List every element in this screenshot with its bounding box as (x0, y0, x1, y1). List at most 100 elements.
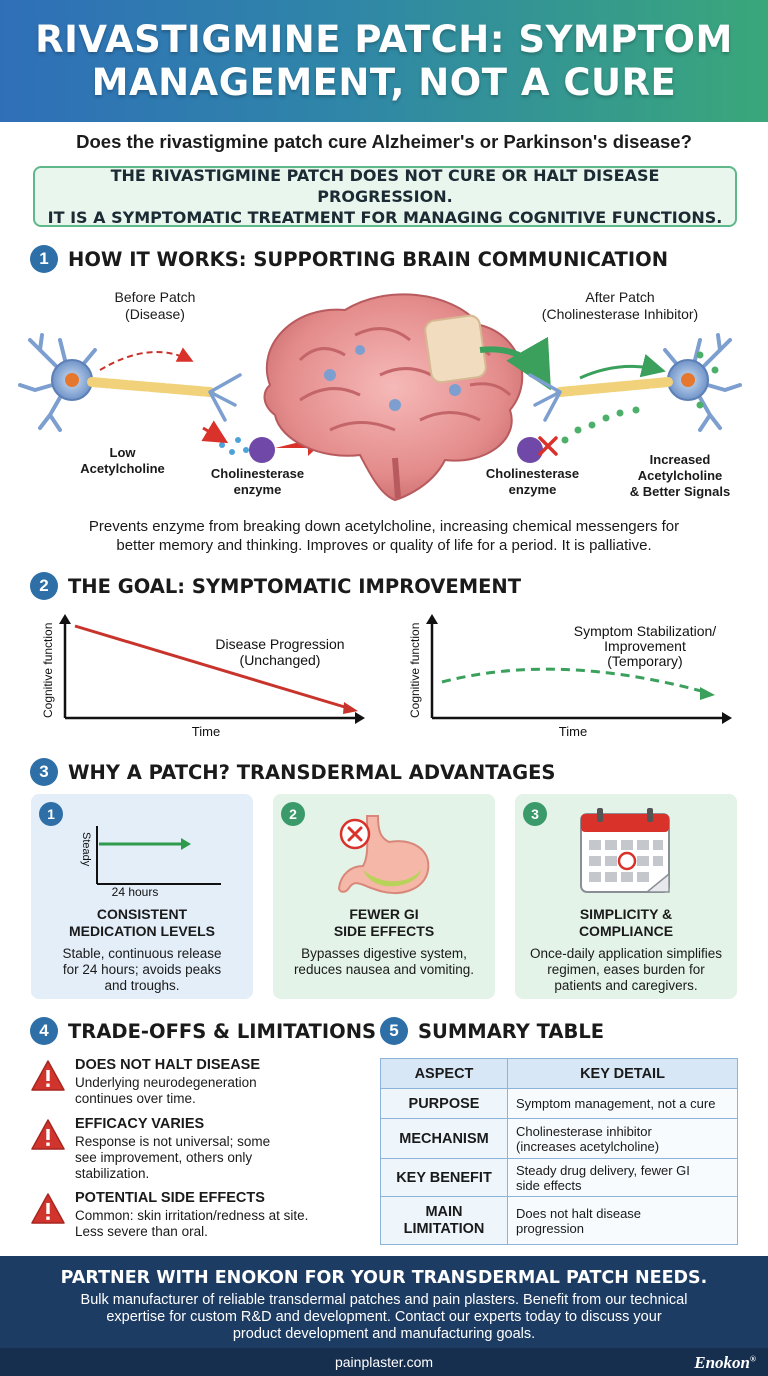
section3-number: 3 (30, 758, 58, 786)
table-cell-detail: Does not halt disease progression (507, 1196, 738, 1245)
brand-logo: Enokon® (694, 1353, 756, 1372)
limitation-2-title: EFFICACY VARIES (75, 1116, 205, 1132)
table-row: KEY BENEFIT Steady drug delivery, fewer … (380, 1158, 738, 1197)
limitation-1-title: DOES NOT HALT DISEASE (75, 1057, 261, 1073)
blocked-icon (538, 436, 558, 456)
section1-number: 1 (30, 245, 58, 273)
section2-heading: 2 THE GOAL: SYMPTOMATIC IMPROVEMENT (30, 572, 521, 600)
right-chart-label-line3: (Temporary) (607, 653, 682, 669)
table-cell-aspect: MAIN LIMITATION (380, 1196, 508, 1245)
section4-number: 4 (30, 1017, 58, 1045)
table-row: MECHANISM Cholinesterase inhibitor (incr… (380, 1118, 738, 1159)
card2-text: Bypasses digestive system, reduces nause… (293, 946, 475, 977)
left-chart-label-line1: Disease Progression (215, 636, 344, 652)
question-text: Does the rivastigmine patch cure Alzheim… (76, 131, 692, 152)
header-banner: RIVASTIGMINE PATCH: SYMPTOM MANAGEMENT, … (0, 0, 768, 122)
callout-line2: IT IS A SYMPTOMATIC TREATMENT FOR MANAGI… (47, 208, 723, 227)
table-header-aspect: ASPECT (380, 1058, 508, 1089)
mini-ylabel: Steady (80, 832, 92, 867)
footer: PARTNER WITH ENOKON FOR YOUR TRANSDERMAL… (0, 1256, 768, 1376)
section3-title: WHY A PATCH? TRANSDERMAL ADVANTAGES (68, 760, 556, 784)
patch-icon (424, 314, 487, 384)
broken-signal-arrow (99, 347, 194, 371)
card3-text: Once-daily application simplifies regime… (529, 946, 723, 993)
right-chart-ylabel: Cognitive function (408, 623, 422, 718)
patch-action-arrow (479, 336, 551, 391)
enzyme-right-label: Cholinesterase enzyme (485, 466, 580, 497)
stomach-icon (337, 815, 430, 895)
card3-number: 3 (523, 802, 547, 826)
left-chart-label-line2: (Unchanged) (240, 652, 321, 668)
section5-heading: 5 SUMMARY TABLE (380, 1017, 604, 1045)
steady-level-icon: Steady 24 hours (80, 826, 221, 898)
after-patch-label: After Patch (Cholinesterase Inhibitor) (541, 289, 699, 322)
section5-number: 5 (380, 1017, 408, 1045)
table-cell-detail: Cholinesterase inhibitor (increases acet… (507, 1118, 738, 1159)
warning-icon (31, 1193, 65, 1224)
acetylcholine-dots-left (219, 437, 249, 455)
section1-title: HOW IT WORKS: SUPPORTING BRAIN COMMUNICA… (68, 247, 669, 271)
key-callout: THE RIVASTIGMINE PATCH DOES NOT CURE OR … (33, 166, 737, 227)
limitation-3-text: Common: skin irritation/redness at site.… (75, 1208, 309, 1239)
advantage-card-1: 1 Steady 24 hours CONSISTENT MEDICATION … (31, 794, 253, 999)
right-chart-xlabel: Time (559, 724, 587, 739)
table-header-row: ASPECT KEY DETAIL (380, 1058, 738, 1089)
card1-text: Stable, continuous release for 24 hours;… (62, 946, 222, 993)
card2-title: FEWER GI SIDE EFFECTS (333, 906, 435, 939)
left-chart-ylabel: Cognitive function (41, 623, 55, 718)
section2-number: 2 (30, 572, 58, 600)
table-cell-aspect: PURPOSE (380, 1088, 508, 1119)
section1-heading: 1 HOW IT WORKS: SUPPORTING BRAIN COMMUNI… (30, 245, 668, 273)
page-title: RIVASTIGMINE PATCH: SYMPTOM MANAGEMENT, … (35, 18, 733, 104)
acetylcholine-dots-right (561, 351, 719, 444)
limitation-3-title: POTENTIAL SIDE EFFECTS (75, 1190, 265, 1206)
mechanism-description: Prevents enzyme from breaking down acety… (88, 518, 680, 554)
section5-title: SUMMARY TABLE (418, 1019, 605, 1043)
before-patch-label: Before Patch (Disease) (114, 289, 196, 322)
callout-line1: THE RIVASTIGMINE PATCH DOES NOT CURE OR … (110, 166, 660, 206)
section4-heading: 4 TRADE-OFFS & LIMITATIONS (30, 1017, 376, 1045)
card3-title: SIMPLICITY & COMPLIANCE (578, 906, 674, 939)
card2-number: 2 (281, 802, 305, 826)
section4-title: TRADE-OFFS & LIMITATIONS (68, 1019, 377, 1043)
table-cell-aspect: MECHANISM (380, 1118, 508, 1159)
mechanism-illustration (18, 293, 742, 502)
table-row: MAIN LIMITATION Does not halt disease pr… (380, 1196, 738, 1245)
advantage-card-2: 2 FEWER GI SIDE EFFECTS Bypasses digesti… (273, 794, 495, 999)
summary-table: ASPECT KEY DETAIL PURPOSE Symptom manage… (380, 1058, 738, 1245)
warning-icon (31, 1060, 65, 1091)
enzyme-left-icon (249, 437, 275, 463)
right-chart-label-line2: Improvement (604, 638, 686, 654)
progression-chart: Cognitive function Time Disease Progress… (41, 614, 365, 739)
card1-title: CONSISTENT MEDICATION LEVELS (69, 906, 215, 939)
calendar-icon (580, 808, 670, 893)
table-cell-detail: Symptom management, not a cure (507, 1088, 738, 1119)
limitation-1-text: Underlying neurodegeneration continues o… (75, 1075, 257, 1106)
enzyme-left-label: Cholinesterase enzyme (210, 466, 305, 497)
footer-bar (0, 1348, 768, 1376)
advantage-card-3: 3 SIMPLICITY & COMPLIANCE Once-daily app… (515, 794, 737, 999)
neuron-left-icon (18, 333, 242, 432)
warning-icon (31, 1119, 65, 1150)
neuron-right-icon (528, 333, 742, 432)
section3-heading: 3 WHY A PATCH? TRANSDERMAL ADVANTAGES (30, 758, 555, 786)
footer-title: PARTNER WITH ENOKON FOR YOUR TRANSDERMAL… (60, 1268, 708, 1288)
table-cell-detail: Steady drug delivery, fewer GI side effe… (507, 1158, 738, 1197)
limitation-2-text: Response is not universal; some see impr… (75, 1134, 271, 1181)
improvement-chart: Cognitive function Time Symptom Stabiliz… (408, 614, 732, 739)
table-cell-aspect: KEY BENEFIT (380, 1158, 508, 1197)
section2-title: THE GOAL: SYMPTOMATIC IMPROVEMENT (68, 574, 522, 598)
table-header-detail: KEY DETAIL (507, 1058, 738, 1089)
footer-url-link[interactable]: painplaster.com (334, 1354, 434, 1370)
increased-acetylcholine-label: Increased Acetylcholine & Better Signals (629, 452, 731, 499)
table-row: PURPOSE Symptom management, not a cure (380, 1088, 738, 1119)
card1-number: 1 (39, 802, 63, 826)
low-acetylcholine-label: Low Acetylcholine (80, 445, 165, 476)
footer-text: Bulk manufacturer of reliable transderma… (80, 1292, 688, 1342)
page-title-line1: RIVASTIGMINE PATCH: SYMPTOM (35, 18, 733, 61)
mini-xlabel: 24 hours (112, 885, 159, 898)
good-signal-arrow (579, 353, 666, 380)
decline-line (74, 624, 349, 710)
stabilization-curve (441, 667, 706, 694)
left-chart-xlabel: Time (192, 724, 220, 739)
